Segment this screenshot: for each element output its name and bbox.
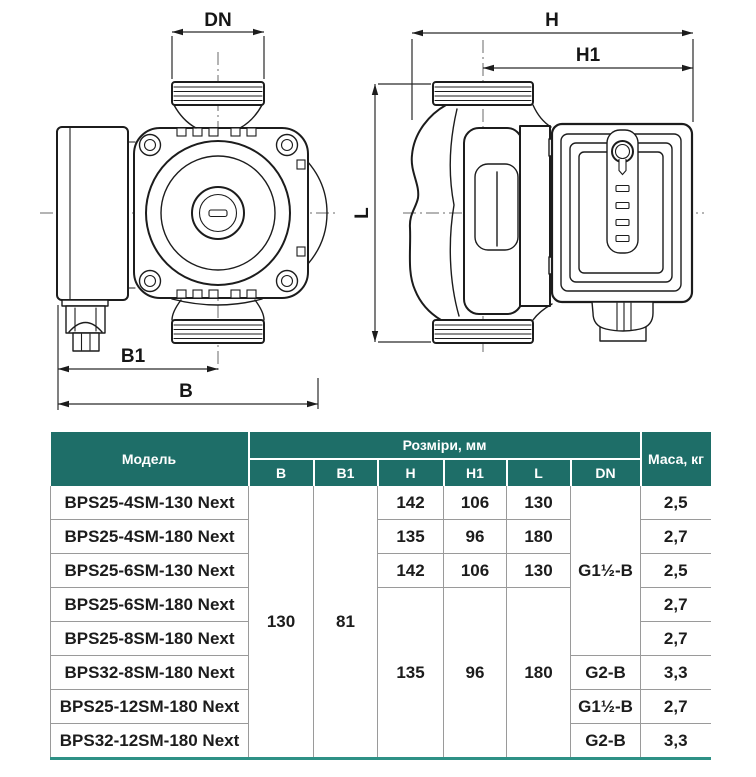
pump-front-view: DN B1 B [40, 10, 337, 410]
mass-value-cell: 2,5 [640, 553, 711, 588]
dimension-h: H [411, 10, 694, 122]
b1-value-cell: 81 [313, 486, 378, 759]
table-row: BPS25-4SM-180 Next 135 96 180 2,7 [50, 519, 711, 554]
h-value-cell: 135 [377, 587, 444, 759]
volute-bulge [298, 152, 328, 274]
model-cell: BPS25-4SM-130 Next [50, 486, 249, 520]
mass-value-cell: 2,7 [640, 621, 711, 656]
dn-label: DN [204, 10, 231, 31]
dn-value-cell: G1½-B [570, 486, 641, 656]
dimension-b1: B1 [57, 305, 218, 410]
led-indicators [615, 184, 630, 243]
control-box [550, 122, 694, 304]
header-dimensions: Розміри, мм [247, 432, 641, 459]
header-mass: Маса, кг [639, 432, 711, 486]
h1-value-cell: 106 [443, 486, 507, 520]
table-row: BPS25-12SM-180 Next G1½-B 2,7 [50, 689, 711, 724]
mass-value-cell: 2,7 [640, 519, 711, 554]
mass-value-cell: 3,3 [640, 655, 711, 690]
b-value-cell: 130 [248, 486, 314, 759]
table-row: BPS25-4SM-130 Next 130 81 142 106 130 G1… [50, 486, 711, 759]
model-cell: BPS25-12SM-180 Next [50, 689, 249, 724]
header-col-b: B [247, 458, 314, 486]
h1-value-cell: 96 [443, 587, 507, 759]
header-col-b1: B1 [312, 458, 378, 486]
side-volute [408, 104, 553, 321]
header-col-l: L [505, 458, 571, 486]
pump-technical-drawing: DN B1 B [40, 10, 704, 410]
terminal-box [56, 126, 136, 301]
dn-value-cell: G2-B [570, 723, 641, 759]
h-value-cell: 142 [377, 486, 444, 520]
pump-side-view: H H1 L [352, 10, 704, 355]
h-value-cell: 142 [377, 553, 444, 588]
dn-value-cell: G2-B [570, 655, 641, 690]
side-bottom-port [432, 319, 534, 344]
l-label: L [352, 207, 373, 219]
mass-value-cell: 3,3 [640, 723, 711, 759]
dimension-dn: DN [171, 10, 265, 79]
shaft-screw-slot [208, 209, 228, 218]
model-cell: BPS25-6SM-180 Next [50, 587, 249, 622]
side-top-port [432, 81, 534, 106]
dimension-b: B [58, 378, 319, 409]
bolt-holes [138, 133, 299, 293]
motor-face [145, 140, 291, 286]
side-cable-gland [591, 301, 654, 342]
h-label: H [545, 10, 559, 31]
h1-value-cell: 106 [443, 553, 507, 588]
mass-value-cell: 2,5 [640, 486, 711, 520]
header-col-h: H [376, 458, 444, 486]
front-bottom-port [171, 298, 265, 344]
h1-value-cell: 96 [443, 519, 507, 554]
table-row: BPS25-8SM-180 Next 2,7 [50, 621, 711, 656]
table-row: BPS32-12SM-180 Next G2-B 3,3 [50, 723, 711, 759]
front-top-port [171, 81, 265, 129]
model-cell: BPS25-8SM-180 Next [50, 621, 249, 656]
model-cell: BPS25-6SM-130 Next [50, 553, 249, 588]
dimension-l: L [352, 83, 431, 343]
table-row: BPS25-6SM-130 Next 142 106 130 2,5 [50, 553, 711, 588]
mass-value-cell: 2,7 [640, 689, 711, 724]
dimension-h1: H1 [483, 45, 693, 72]
l-value-cell: 180 [506, 587, 571, 759]
side-motor [463, 127, 523, 315]
table-row: BPS32-8SM-180 Next G2-B 3,3 [50, 655, 711, 690]
h1-label: H1 [576, 45, 601, 66]
side-adapter [519, 125, 560, 307]
dn-value-cell: G1½-B [570, 689, 641, 724]
h-value-cell: 135 [377, 519, 444, 554]
mass-value-cell: 2,7 [640, 587, 711, 622]
knob-pointer [618, 159, 627, 176]
model-cell: BPS32-8SM-180 Next [50, 655, 249, 690]
model-cell: BPS25-4SM-180 Next [50, 519, 249, 554]
b1-label: B1 [121, 346, 146, 367]
header-col-h1: H1 [442, 458, 507, 486]
l-value-cell: 130 [506, 486, 571, 520]
b-label: B [179, 381, 193, 402]
table-row: BPS25-6SM-180 Next 135 96 180 2,7 [50, 587, 711, 759]
model-cell: BPS32-12SM-180 Next [50, 723, 249, 759]
front-cable-gland [61, 299, 109, 352]
header-model: Модель [50, 432, 249, 486]
l-value-cell: 180 [506, 519, 571, 554]
header-col-dn: DN [569, 458, 641, 486]
dimensions-table: Модель Розміри, мм Маса, кг B B1 H H1 L … [50, 432, 711, 760]
l-value-cell: 130 [506, 553, 571, 588]
